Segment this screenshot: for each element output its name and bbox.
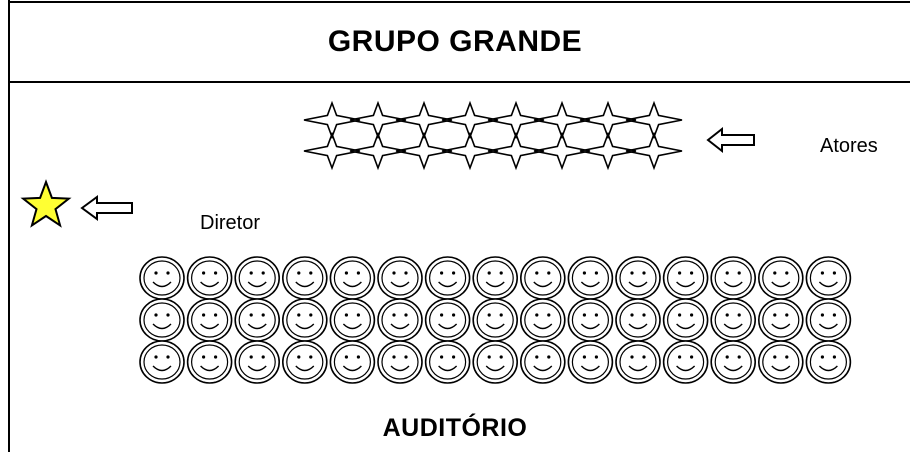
audience-smiley-face-icon — [519, 340, 566, 384]
audience-smiley-face-icon — [377, 256, 423, 300]
audience-smiley-face-icon — [757, 298, 804, 342]
audience-smiley-face-icon — [234, 340, 281, 384]
audience-smiley-face-icon — [377, 298, 423, 342]
actor-star-icon — [487, 131, 545, 171]
audience-smiley-face-icon — [139, 256, 185, 300]
audience-smiley-face-icon — [615, 256, 661, 300]
audience-smiley-face-icon — [281, 298, 328, 342]
audience-smiley-face-icon — [519, 298, 566, 342]
actor-star-icon — [303, 131, 361, 171]
audience-group — [139, 256, 852, 384]
audience-smiley-face-icon — [805, 340, 852, 384]
audience-smiley-face-icon — [615, 298, 661, 342]
audience-smiley-face-icon — [329, 256, 376, 300]
audience-smiley-face-icon — [377, 340, 423, 384]
director-star-icon — [20, 179, 72, 228]
audience-smiley-face-icon — [662, 256, 709, 300]
audience-smiley-face-icon — [281, 340, 328, 384]
audience-smiley-face-icon — [567, 340, 614, 384]
audience-smiley-face-icon — [424, 256, 471, 300]
audience-smiley-face-icon — [615, 340, 661, 384]
actor-star-icon — [487, 100, 545, 140]
audience-label: AUDITÓRIO — [382, 414, 528, 442]
audience-smiley-face-icon — [519, 256, 566, 300]
audience-smiley-face-icon — [662, 298, 709, 342]
audience-smiley-face-icon — [472, 340, 519, 384]
audience-smiley-face-icon — [710, 298, 757, 342]
audience-smiley-face-icon — [710, 340, 757, 384]
audience-smiley-face-icon — [186, 298, 233, 342]
actor-star-icon — [625, 100, 683, 140]
actors-arrow-icon — [706, 126, 755, 154]
actor-star-icon — [533, 131, 591, 171]
audience-smiley-face-icon — [567, 298, 614, 342]
audience-smiley-face-icon — [805, 256, 852, 300]
audience-smiley-face-icon — [472, 256, 519, 300]
audience-smiley-face-icon — [186, 256, 233, 300]
actor-star-icon — [579, 100, 637, 140]
audience-smiley-face-icon — [329, 298, 376, 342]
actor-star-icon — [303, 100, 361, 140]
audience-smiley-face-icon — [139, 298, 185, 342]
actor-star-icon — [625, 131, 683, 171]
actor-star-icon — [441, 100, 499, 140]
actor-star-icon — [395, 131, 453, 171]
audience-smiley-face-icon — [710, 256, 757, 300]
audience-smiley-face-icon — [662, 340, 709, 384]
audience-smiley-face-icon — [424, 298, 471, 342]
audience-smiley-face-icon — [567, 256, 614, 300]
audience-smiley-face-icon — [424, 340, 471, 384]
audience-smiley-face-icon — [472, 298, 519, 342]
audience-smiley-face-icon — [139, 340, 185, 384]
director-label: Diretor — [200, 212, 261, 234]
actor-star-icon — [349, 131, 407, 171]
audience-smiley-face-icon — [329, 340, 376, 384]
audience-smiley-face-icon — [757, 256, 804, 300]
actor-star-icon — [395, 100, 453, 140]
actor-star-icon — [441, 131, 499, 171]
actor-star-icon — [533, 100, 591, 140]
actors-label: Atores — [820, 135, 878, 157]
audience-smiley-face-icon — [281, 256, 328, 300]
page-title: GRUPO GRANDE — [327, 25, 583, 58]
actor-star-icon — [349, 100, 407, 140]
audience-smiley-face-icon — [234, 256, 281, 300]
audience-smiley-face-icon — [234, 298, 281, 342]
actor-star-icon — [579, 131, 637, 171]
audience-smiley-face-icon — [805, 298, 852, 342]
audience-smiley-face-icon — [186, 340, 233, 384]
actors-group — [303, 100, 683, 171]
director-arrow-icon — [80, 195, 133, 221]
audience-smiley-face-icon — [757, 340, 804, 384]
